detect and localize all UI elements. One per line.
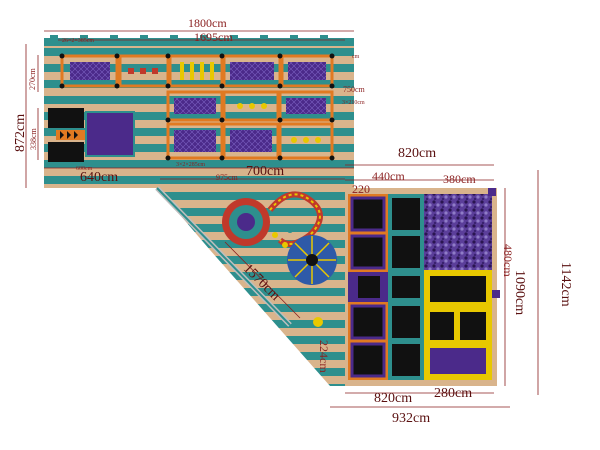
dim-left-height: 872cm	[13, 113, 28, 152]
dim-right-1142: 1142cm	[558, 262, 573, 307]
dim-bottom-640: 640cm	[80, 170, 119, 185]
dim-right-820: 820cm	[398, 146, 437, 161]
dimension-lines	[25, 30, 539, 408]
dim-bottom-700: 700cm	[246, 164, 285, 179]
dim-bottom-820: 820cm	[374, 391, 413, 406]
dim-top-inner-width: 1695cm	[194, 30, 233, 44]
dim-right-380: 380cm	[443, 172, 476, 186]
dim-left-top: 270cm	[28, 68, 37, 90]
ninja-course-area	[44, 35, 354, 188]
dim-bottom-280: 280cm	[434, 386, 473, 401]
dim-left-lower: 338cm	[29, 128, 38, 150]
dim-top-width: 1800cm	[188, 16, 227, 30]
dim-bottom-932: 932cm	[392, 411, 431, 426]
corridor-area	[155, 186, 345, 386]
dim-right-1090: 1090cm	[512, 270, 527, 316]
dim-left-small: 600cm	[76, 166, 93, 172]
trampoline-area	[345, 188, 500, 386]
dim-mid-detail: 3×2×285cm	[176, 162, 206, 168]
dim-right-upper-750: 750cm	[343, 85, 365, 94]
dim-bottom-975: 975cm	[216, 173, 238, 182]
dim-right-tag: cm	[352, 54, 360, 60]
dim-bottom-224: 224cm	[317, 340, 331, 373]
dim-right-440: 440cm	[372, 169, 405, 183]
dim-top-row-detail: 26×2×385cm	[62, 38, 95, 44]
dim-small-220: 220	[352, 182, 370, 196]
dim-right-upper-210: 3×210cm	[342, 100, 365, 106]
